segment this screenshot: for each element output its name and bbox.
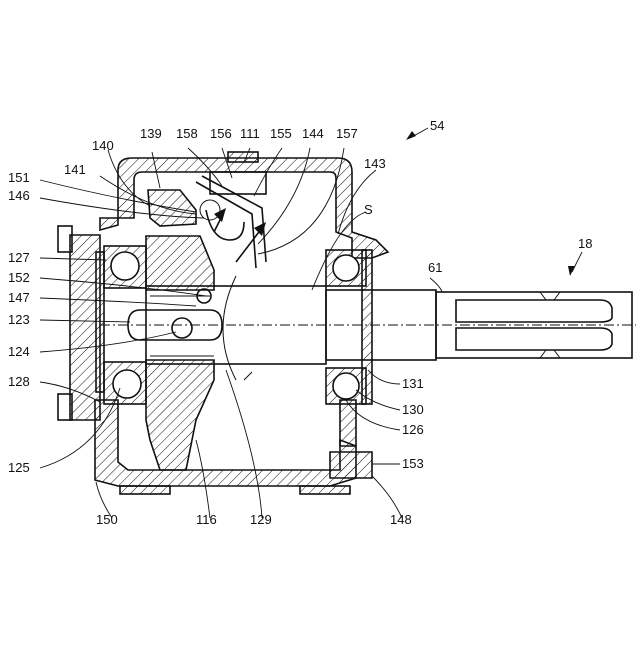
top-boss [228, 152, 258, 162]
label-s: S [364, 202, 373, 217]
gear-housing [70, 152, 388, 494]
base-foot-left [120, 486, 170, 494]
label-111: 111 [240, 126, 260, 141]
label-140: 140 [92, 138, 114, 153]
label-141: 141 [64, 162, 86, 177]
label-147: 147 [8, 290, 30, 305]
label-116: 116 [196, 512, 217, 527]
label-126: 126 [402, 422, 424, 437]
left-bearing-bottom [104, 362, 146, 404]
label-128: 128 [8, 374, 30, 389]
right-bearing-bottom [326, 368, 366, 404]
label-139: 139 [140, 126, 162, 141]
label-130: 130 [402, 402, 424, 417]
label-125: 125 [8, 460, 30, 475]
label-18: 18 [578, 236, 592, 251]
label-151: 151 [8, 170, 30, 185]
bevel-gear [146, 236, 214, 470]
label-124: 124 [8, 344, 30, 359]
label-146: 146 [8, 188, 30, 203]
label-157: 157 [336, 126, 358, 141]
pin [172, 318, 192, 338]
label-155: 155 [270, 126, 292, 141]
label-54: 54 [430, 118, 444, 133]
cover-plate [96, 252, 104, 392]
oil-seal [362, 250, 372, 404]
label-148: 148 [390, 512, 412, 527]
base-foot-right [300, 486, 350, 494]
label-61: 61 [428, 260, 442, 275]
label-150: 150 [96, 512, 118, 527]
drain-plug [330, 452, 372, 478]
label-127: 127 [8, 250, 30, 265]
label-143: 143 [364, 156, 386, 171]
label-156: 156 [210, 126, 232, 141]
label-158: 158 [176, 126, 198, 141]
label-144: 144 [302, 126, 324, 141]
label-152: 152 [8, 270, 30, 285]
right-bearing-top [326, 250, 366, 286]
label-123: 123 [8, 312, 30, 327]
label-129: 129 [250, 512, 272, 527]
label-131: 131 [402, 376, 424, 391]
left-bearing-top [104, 246, 146, 288]
label-153: 153 [402, 456, 424, 471]
